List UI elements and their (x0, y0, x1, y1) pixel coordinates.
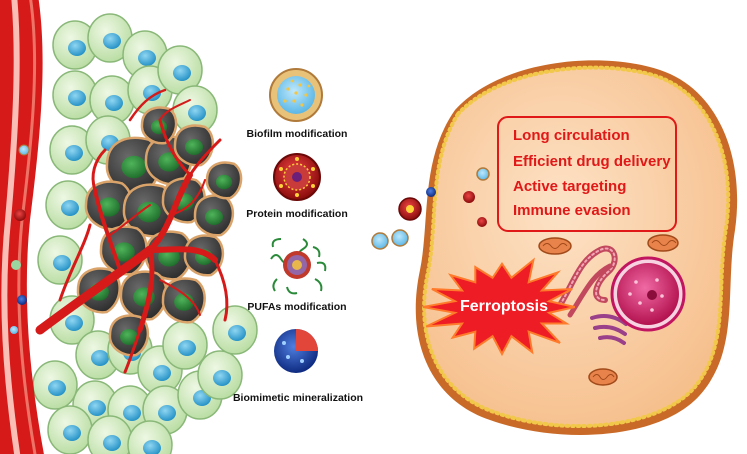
immune-evasion-text: Immune evasion (513, 202, 631, 219)
healthy-cell (32, 360, 78, 410)
tumor-cell (108, 314, 149, 357)
endoplasmic-reticulum-icon (557, 245, 618, 318)
protein-nanoparticle-icon (273, 153, 321, 201)
healthy-cell (157, 45, 203, 95)
healthy-cell (162, 320, 208, 370)
ferroptosis-label: Ferroptosis (460, 298, 549, 315)
capillary-network (35, 88, 229, 374)
active-targeting-text: Active targeting (513, 178, 627, 195)
mineralized-nanoparticle-icon (266, 321, 326, 381)
approaching-nanoparticles (371, 167, 490, 250)
mitochondria-icon (538, 234, 679, 386)
healthy-cell (47, 405, 93, 454)
protein-modification-label: Protein modification (246, 208, 348, 220)
healthy-cell (87, 13, 133, 63)
efficient-drug-delivery-text: Efficient drug delivery (513, 153, 671, 170)
tumor-cell (173, 124, 214, 167)
biofilm-nanoparticle-icon (269, 68, 323, 122)
biofilm-modification-label: Biofilm modification (246, 128, 348, 140)
healthy-cell (49, 295, 95, 345)
tumor-cell (140, 106, 178, 145)
advantages-box (497, 116, 677, 232)
healthy-cell (87, 415, 133, 454)
healthy-cell (127, 420, 173, 454)
healthy-cell (212, 305, 258, 355)
biomimetic-mineralization-label: Biomimetic mineralization (232, 392, 364, 404)
tumor-cell (193, 194, 234, 237)
healthy-cell (45, 180, 91, 230)
pufas-modification-label: PUFAs modification (247, 301, 347, 313)
pufa-nanoparticle-icon (270, 238, 327, 295)
healthy-cell (197, 350, 243, 400)
long-circulation-text: Long circulation (513, 127, 630, 144)
ferroptosis-burst (422, 257, 576, 357)
tumor-cell (205, 161, 243, 200)
blood-vessel-icon (0, 0, 44, 454)
nucleus-icon (610, 256, 686, 332)
